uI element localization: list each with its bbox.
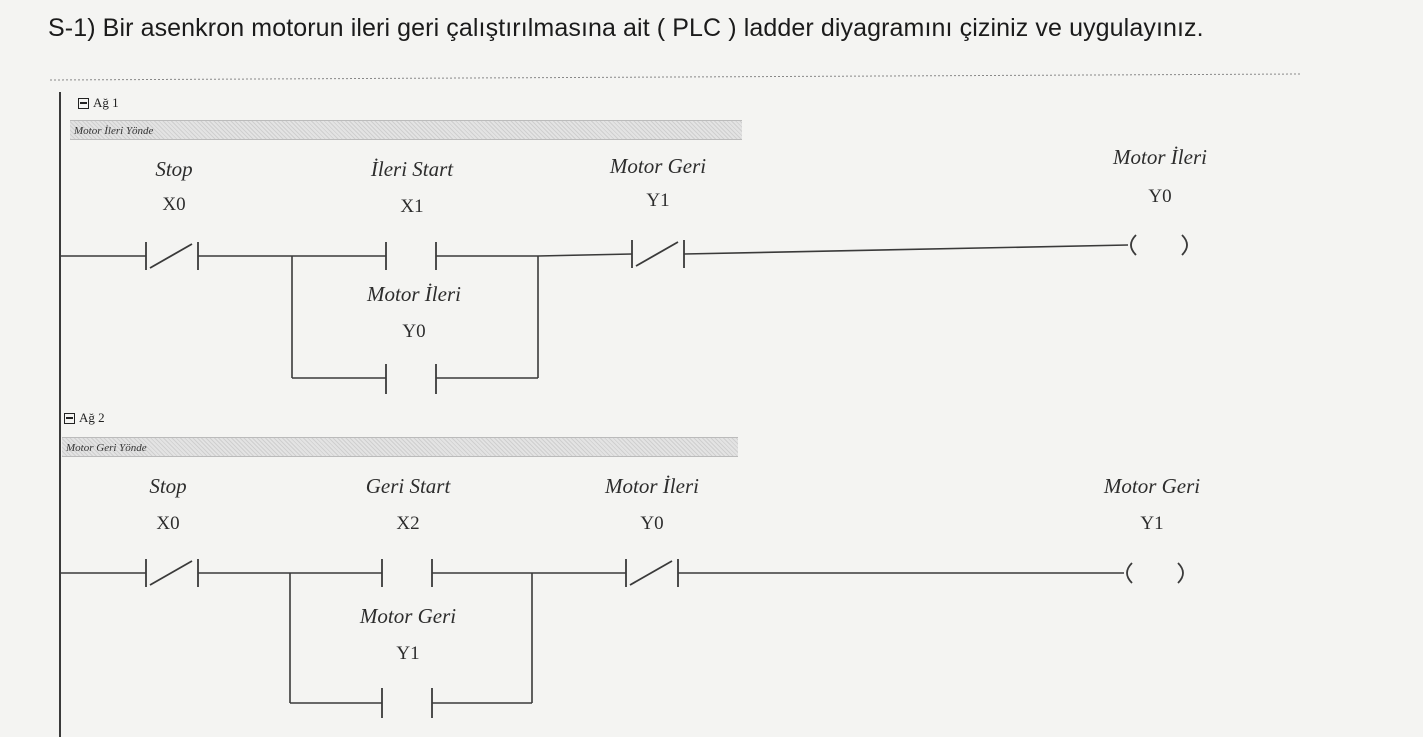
- network-2-wiring: [60, 572, 1124, 704]
- collapse-icon[interactable]: [64, 412, 75, 424]
- network-2-header[interactable]: Ağ 2: [64, 410, 105, 426]
- contact-n2-stop-nc: [145, 559, 199, 587]
- coil-label-address: Y1: [1140, 513, 1164, 534]
- contact-label-address: Y1: [396, 643, 420, 664]
- contact-n2-geri-start-no: [381, 559, 433, 587]
- network-2-comment: Motor Geri Yönde: [62, 437, 738, 457]
- contact-label-name: Motor Geri: [609, 154, 707, 178]
- contact-n1-motor-ileri-no: [385, 364, 437, 394]
- coil-label-address: Y0: [1148, 186, 1172, 207]
- contact-n2-motor-geri-no: [381, 688, 433, 718]
- contact-label-name: İleri Start: [370, 157, 454, 181]
- contact-n1-ileri-start-no: [385, 242, 437, 270]
- question-text: S-1) Bir asenkron motorun ileri geri çal…: [48, 14, 1204, 42]
- contact-label-name: Stop: [149, 474, 187, 498]
- collapse-icon[interactable]: [78, 97, 89, 109]
- contact-label-address: Y0: [640, 513, 664, 534]
- coil-n2-y1: [1126, 562, 1184, 584]
- contact-label-name: Stop: [155, 157, 193, 181]
- coil-n1-y0: [1130, 234, 1188, 256]
- coil-label-name: Motor Geri: [1103, 474, 1201, 498]
- contact-label-address: X2: [396, 513, 420, 534]
- contact-n2-motor-ileri-nc: [625, 559, 679, 587]
- contact-label-address: X1: [400, 196, 424, 217]
- network-1-comment: Motor İleri Yönde: [70, 120, 742, 140]
- contact-n1-motor-geri-nc: [631, 240, 685, 268]
- contact-label-name: Geri Start: [365, 474, 451, 498]
- separator-line: [49, 73, 1301, 81]
- network-1-header[interactable]: Ağ 1: [78, 95, 119, 111]
- coil-label-name: Motor İleri: [1113, 145, 1207, 169]
- contact-label-address: X0: [156, 513, 180, 534]
- contact-label-name: Motor İleri: [367, 282, 461, 306]
- contact-label-name: Motor Geri: [359, 604, 457, 628]
- contact-label-address: Y1: [646, 190, 670, 211]
- contact-label-address: Y0: [402, 321, 426, 342]
- network-1-wiring: [60, 244, 1129, 379]
- contact-label-address: X0: [162, 194, 186, 215]
- contact-n1-stop-nc: [145, 242, 199, 270]
- contact-label-name: Motor İleri: [605, 474, 699, 498]
